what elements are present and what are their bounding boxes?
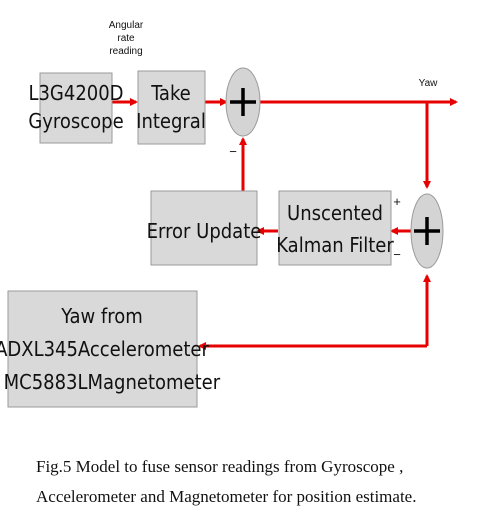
kalman-line2: Kalman Filter [276,233,394,257]
angular-rate-label-2: rate [117,33,135,44]
accel-mag-line1: Yaw from [60,304,143,328]
error-update-label: Error Update [147,219,262,243]
sum2-plus-sign: + [393,194,401,209]
accel-mag-block: Yaw from ADXL345Accelerometer & MC5883LM… [0,290,221,408]
integral-line2: Integral [136,109,206,133]
integral-line1: Take [150,81,190,105]
gyroscope-line1: L3G4200D [28,81,123,105]
accel-mag-line2: ADXL345Accelerometer [0,337,210,361]
accel-mag-line3: & MC5883LMagnetometer [0,370,221,394]
summing-junction-1 [225,67,261,137]
kalman-line1: Unscented [287,201,383,225]
yaw-output-label: Yaw [419,78,438,89]
angular-rate-label-3: reading [109,46,142,57]
error-update-block: Error Update [147,190,262,266]
summing-junction-2 [410,193,444,269]
caption-line-1: Fig.5 Model to fuse sensor readings from… [36,457,404,476]
gyroscope-line2: Gyroscope [28,109,123,133]
block-diagram: L3G4200D Gyroscope Take Integral Angular… [0,20,458,408]
gyroscope-block: L3G4200D Gyroscope [28,72,124,144]
angular-rate-label-1: Angular [109,20,144,31]
integral-block: Take Integral [136,70,206,145]
sum2-minus-sign: − [393,247,401,262]
caption-line-2: Accelerometer and Magnetometer for posit… [36,487,417,506]
sum1-minus-sign: − [229,144,237,159]
kalman-filter-block: Unscented Kalman Filter [276,190,394,266]
figure-caption: Fig.5 Model to fuse sensor readings from… [36,452,476,512]
